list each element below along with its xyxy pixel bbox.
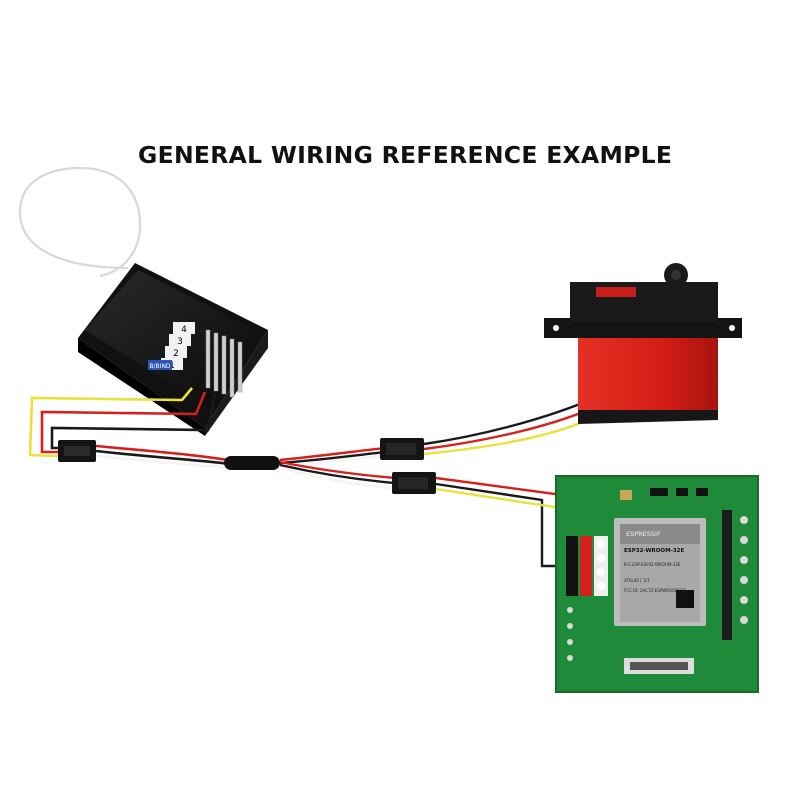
module-line-5: FCC ID: 2AC7Z-ESPWROOM32E [624,588,687,593]
receiver-lead-wires [28,387,217,458]
diagram-title: GENERAL WIRING REFERENCE EXAMPLE [138,141,673,169]
bind-label: B/BIND [149,363,171,370]
receiver-pin-header [205,329,243,398]
servo-motor [544,263,742,424]
qr-code-icon [676,590,694,608]
channel-2-label: 2 [173,349,179,359]
servo-branch-wires [279,446,386,468]
esp32-board: ESPRESSIF ESP32-WROOM-32E R-C-ESP-ESP32-… [555,475,759,693]
module-model: ESP32-WROOM-32E [624,548,685,554]
main-harness [95,444,241,470]
board-side-pads [567,510,748,661]
channel-labels: 4 3 2 1 B/BIND [148,322,195,371]
esp-branch-wires [279,460,396,490]
splice-sleeve [224,456,280,470]
board-pin-header [566,536,608,596]
receiver-plug [58,440,96,462]
module-line-3: R-C-ESP-ESP32-WROOM-32E [624,562,681,567]
module-line-4: XTAL40 [ ]27 [624,578,650,583]
antenna-wire [18,166,142,278]
module-vendor: ESPRESSIF [626,530,661,538]
servo-plug [380,438,424,460]
channel-3-label: 3 [177,337,183,347]
servo-lead-wires [423,400,593,456]
rc-receiver: 4 3 2 1 B/BIND [78,263,268,436]
esp-plug [392,472,436,494]
channel-4-label: 4 [181,325,187,335]
